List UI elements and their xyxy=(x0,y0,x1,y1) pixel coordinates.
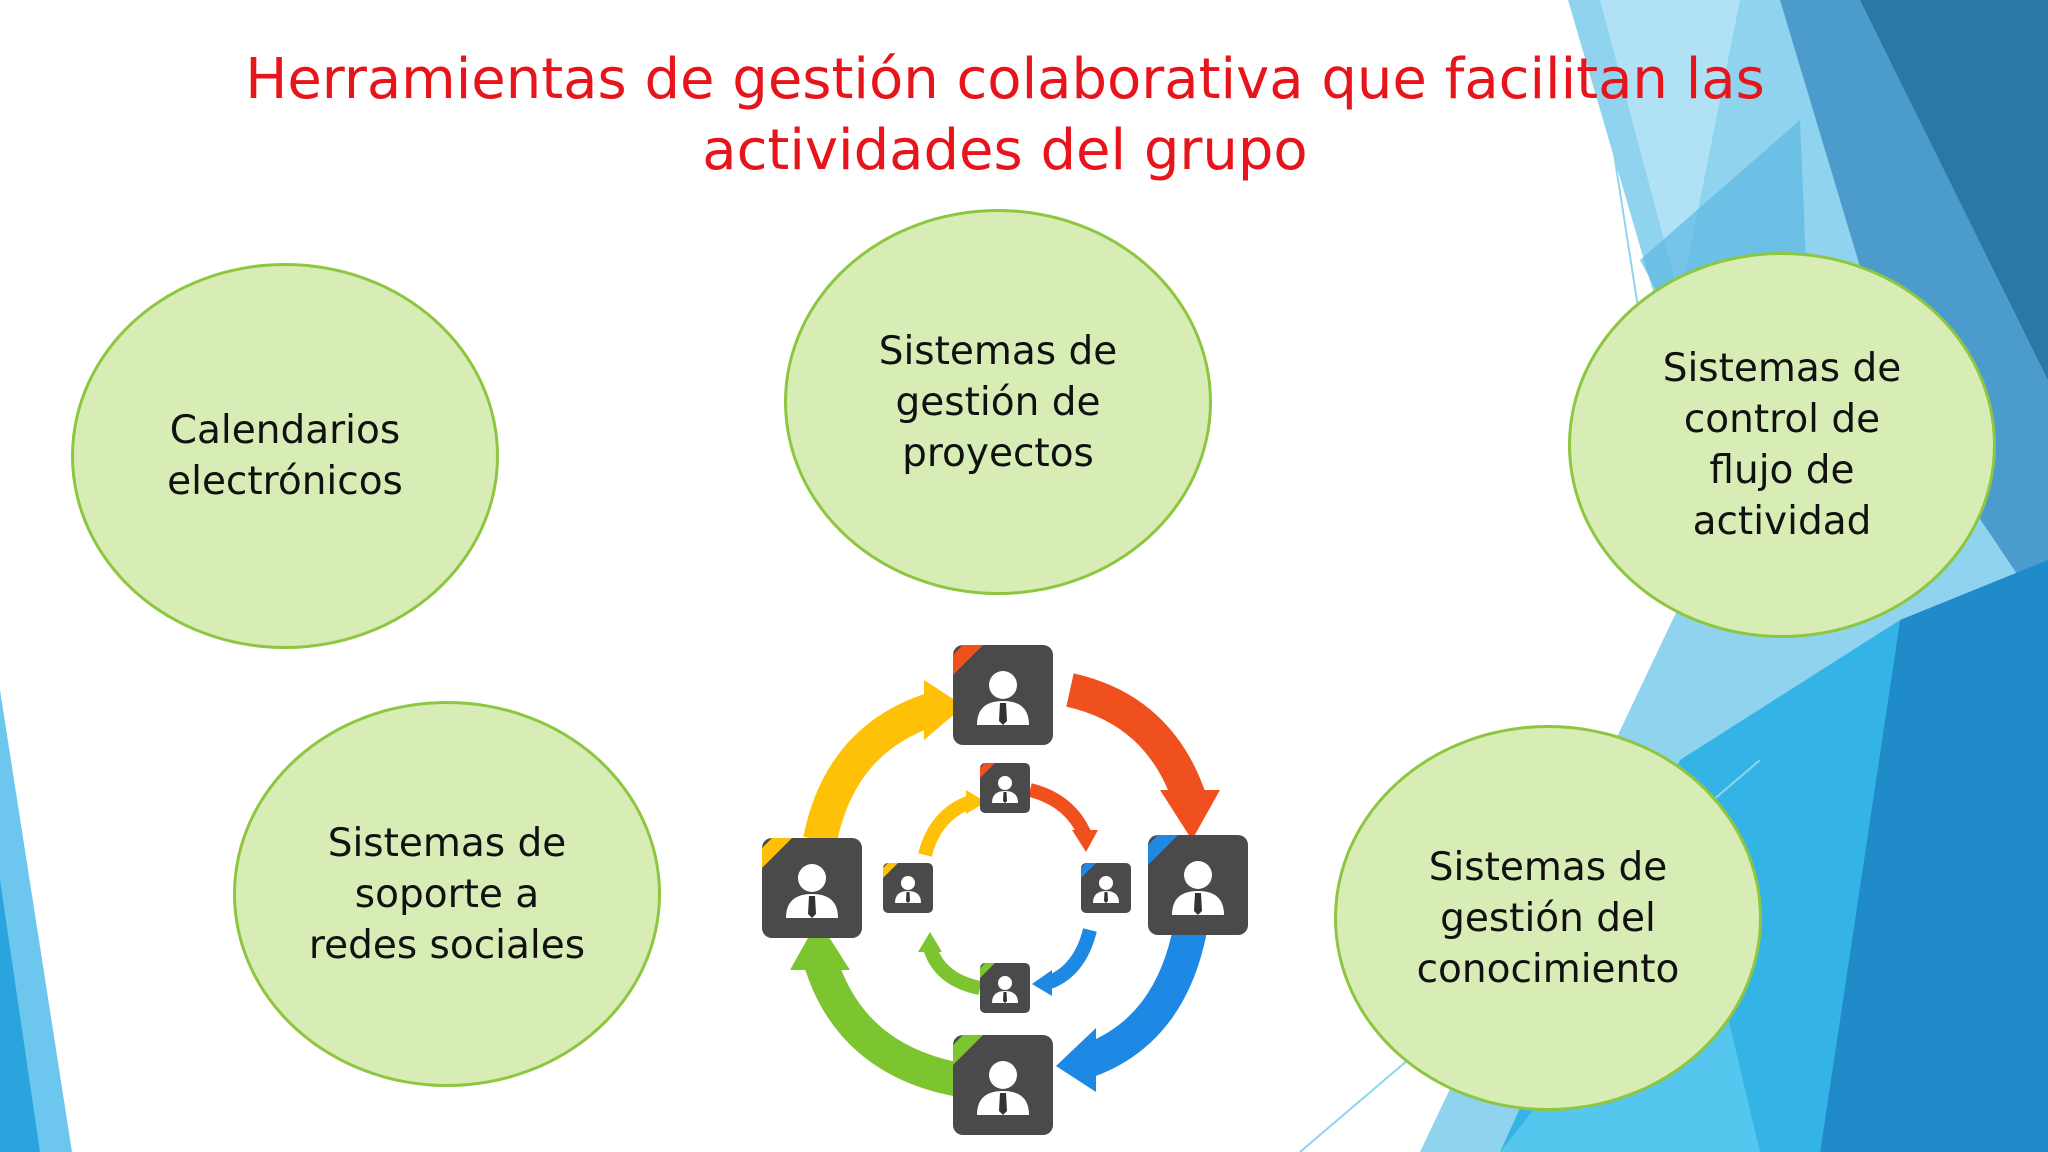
arrow-green-inner-head xyxy=(918,932,942,952)
arrow-green-outer xyxy=(803,954,964,1097)
title-line-2: actividades del grupo xyxy=(702,118,1308,183)
bubble-control-flujo: Sistemas de control de flujo de activida… xyxy=(1568,252,1996,638)
arrow-blue-inner xyxy=(1047,928,1097,989)
bubble-calendarios-electronicos: Calendarios electrónicos xyxy=(71,263,499,649)
arrow-yellow-outer-head xyxy=(924,680,964,740)
person-icon xyxy=(953,645,1053,745)
arrow-yellow-outer xyxy=(803,693,936,844)
person-icon xyxy=(762,838,862,938)
bubble-line: actividad xyxy=(1692,499,1872,544)
arrow-red-inner-head xyxy=(1072,830,1098,852)
title-line-1: Herramientas de gestión colaborativa que… xyxy=(245,47,1765,112)
bubble-gestion-proyectos: Sistemas de gestión de proyectos xyxy=(784,209,1212,595)
person-icon xyxy=(953,1035,1053,1135)
person-icon xyxy=(980,963,1030,1013)
arrow-blue-inner-head xyxy=(1032,970,1052,996)
bubble-gestion-conocimiento: Sistemas de gestión del conocimiento xyxy=(1334,725,1762,1111)
page-title: Herramientas de gestión colaborativa que… xyxy=(180,44,1830,186)
arrow-green-inner xyxy=(923,945,982,995)
bubble-line: Sistemas de xyxy=(327,820,567,866)
bubble-line: conocimiento xyxy=(1416,946,1680,992)
arrow-blue-outer-head xyxy=(1056,1028,1096,1092)
person-icon xyxy=(980,763,1030,813)
bubble-line: soporte a xyxy=(354,871,540,917)
arrow-red-outer-head xyxy=(1160,790,1220,840)
person-icon xyxy=(1148,835,1248,935)
bubble-line: flujo de xyxy=(1709,448,1855,493)
bubble-line: Calendarios xyxy=(169,408,401,453)
arrow-yellow-inner-head xyxy=(966,790,986,814)
bubble-line: redes sociales xyxy=(308,922,586,968)
collaboration-cycle-graphic xyxy=(762,645,1248,1135)
bubble-line: Sistemas de xyxy=(1428,844,1668,890)
arrow-blue-outer xyxy=(1083,926,1207,1076)
arrow-red-outer xyxy=(1065,673,1207,806)
bubble-line: proyectos xyxy=(902,430,1094,476)
arrow-red-inner xyxy=(1028,783,1092,839)
person-icon xyxy=(883,863,933,913)
bubble-line: gestión de xyxy=(895,379,1101,425)
arrow-green-outer-head xyxy=(790,920,850,970)
bubble-line: control de xyxy=(1683,397,1881,442)
bubble-line: Sistemas de xyxy=(878,328,1118,374)
person-icon xyxy=(1081,863,1131,913)
arrow-yellow-inner xyxy=(918,795,973,857)
bubble-redes-sociales: Sistemas de soporte a redes sociales xyxy=(233,701,661,1087)
bubble-line: Sistemas de xyxy=(1662,346,1902,391)
bubble-line: electrónicos xyxy=(167,459,403,504)
bubble-line: gestión del xyxy=(1440,895,1656,941)
